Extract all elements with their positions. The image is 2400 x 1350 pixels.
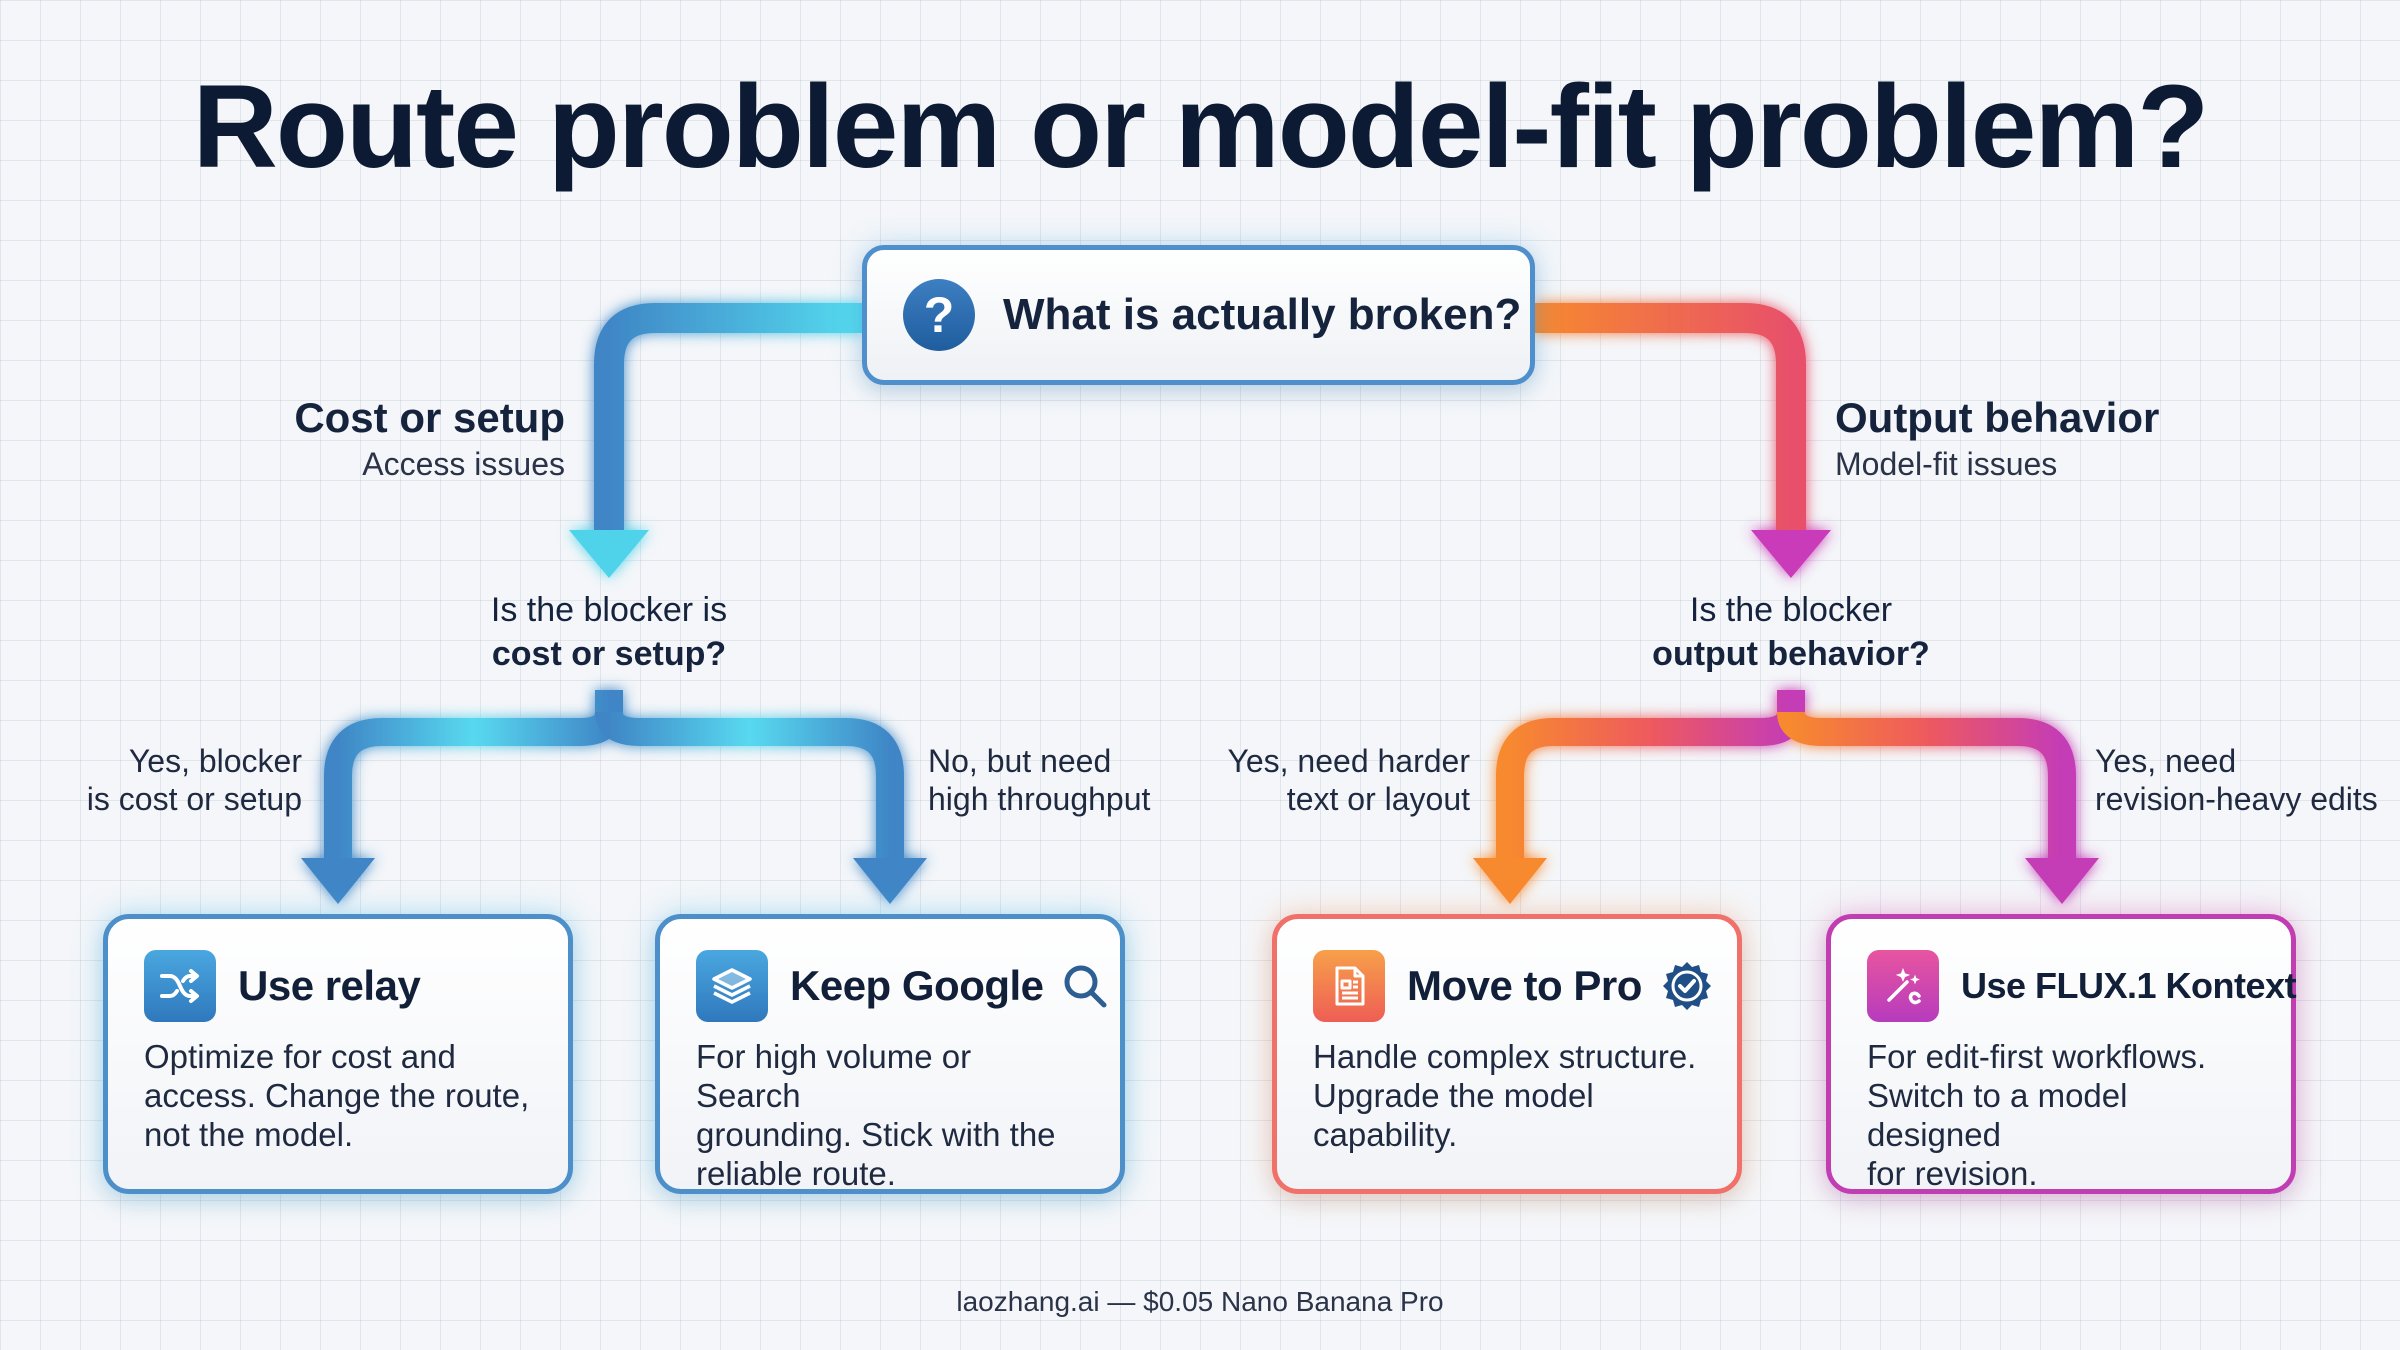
left-question-line1: Is the blocker is — [490, 591, 728, 629]
edge-label-line: Yes, need harder — [1227, 743, 1470, 779]
card-title: Keep Google — [790, 962, 1044, 1009]
card-body-line: Upgrade the model — [1313, 1077, 1594, 1114]
edge-label-line: is cost or setup — [86, 781, 302, 817]
card-body: Handle complex structure. Upgrade the mo… — [1313, 1037, 1701, 1154]
root-question-text: What is actually broken? — [1003, 290, 1522, 339]
card-body-line: For high volume or Search — [696, 1038, 972, 1114]
right-branch-label: Output behavior Model-fit issues — [1835, 392, 2255, 484]
arrowhead — [1473, 858, 1547, 904]
magic-wand-icon — [1867, 950, 1939, 1022]
connector-right-main — [1535, 303, 1831, 578]
card-body-line: capability. — [1313, 1116, 1458, 1153]
card-use-flux-kontext: Use FLUX.1 Kontext For edit-first workfl… — [1826, 914, 2297, 1194]
connector-left-main — [569, 303, 862, 578]
document-icon — [1313, 950, 1385, 1022]
card-body-line: access. Change the route, — [144, 1077, 530, 1114]
search-icon — [1064, 965, 1107, 1008]
right-branch-subtitle: Model-fit issues — [1835, 446, 2058, 482]
shuffle-icon — [144, 950, 216, 1022]
card-body-line: grounding. Stick with the — [696, 1116, 1056, 1153]
arrowhead — [853, 858, 927, 904]
page-title: Route problem or model-fit problem? — [192, 61, 2210, 193]
card-use-relay: Use relay Optimize for cost and access. … — [103, 914, 573, 1194]
card-body-line: not the model. — [144, 1116, 354, 1153]
left-question-line2: cost or setup? — [491, 635, 727, 673]
edge-label-line: Yes, need — [2095, 743, 2237, 779]
card-body-line: For edit-first workflows. — [1867, 1038, 2207, 1075]
edge-label-line: text or layout — [1286, 781, 1470, 817]
right-decision-question: Is the blocker output behavior? — [1591, 588, 1991, 676]
card-body-line: Switch to a model designed — [1867, 1077, 2128, 1153]
left-branch-label: Cost or setup Access issues — [200, 392, 565, 484]
card-title: Use relay — [238, 962, 421, 1009]
right-branch-title: Output behavior — [1835, 394, 2160, 441]
card-move-to-pro: Move to Pro Handle complex structure. Up… — [1272, 914, 1742, 1194]
card-body-line: reliable route. — [696, 1155, 896, 1192]
left-branch-title: Cost or setup — [294, 394, 565, 441]
footer-credit: laozhang.ai — $0.05 Nano Banana Pro — [956, 1286, 1444, 1317]
right-question-line2: output behavior? — [1652, 635, 1930, 673]
edge-label-line: Yes, blocker — [128, 743, 302, 779]
card-body-line: Handle complex structure. — [1313, 1038, 1697, 1075]
card-body: For high volume or Search grounding. Sti… — [696, 1037, 1084, 1193]
edge-label-move-to-pro: Yes, need harder text or layout — [1180, 742, 1470, 818]
arrowhead — [569, 530, 649, 578]
card-body: Optimize for cost and access. Change the… — [144, 1037, 532, 1154]
card-body-line: for revision. — [1867, 1155, 2038, 1192]
layers-icon — [696, 950, 768, 1022]
card-title: Use FLUX.1 Kontext — [1961, 965, 2297, 1006]
root-question-node: ? What is actually broken? — [862, 245, 1535, 385]
verified-badge-icon — [1662, 962, 1711, 1010]
arrowhead — [301, 858, 375, 904]
card-body-line: Optimize for cost and — [144, 1038, 456, 1075]
edge-label-keep-google: No, but need high throughput — [928, 742, 1228, 818]
edge-label-line: revision-heavy edits — [2095, 781, 2378, 817]
left-decision-question: Is the blocker is cost or setup? — [409, 588, 809, 676]
connector-right-split — [1473, 690, 2099, 904]
question-icon: ? — [903, 279, 975, 351]
edge-label-flux-kontext: Yes, need revision-heavy edits — [2095, 742, 2395, 818]
connector-left-split — [301, 690, 927, 904]
card-keep-google: Keep Google For high volume or Search gr… — [655, 914, 1125, 1194]
edge-label-line: high throughput — [928, 781, 1151, 817]
arrowhead — [2025, 858, 2099, 904]
right-question-line1: Is the blocker — [1689, 591, 1893, 629]
left-branch-subtitle: Access issues — [362, 446, 565, 482]
card-body: For edit-first workflows. Switch to a mo… — [1867, 1037, 2255, 1193]
edge-label-use-relay: Yes, blocker is cost or setup — [40, 742, 302, 818]
arrowhead — [1751, 530, 1831, 578]
card-title: Move to Pro — [1407, 962, 1642, 1009]
edge-label-line: No, but need — [928, 743, 1112, 779]
